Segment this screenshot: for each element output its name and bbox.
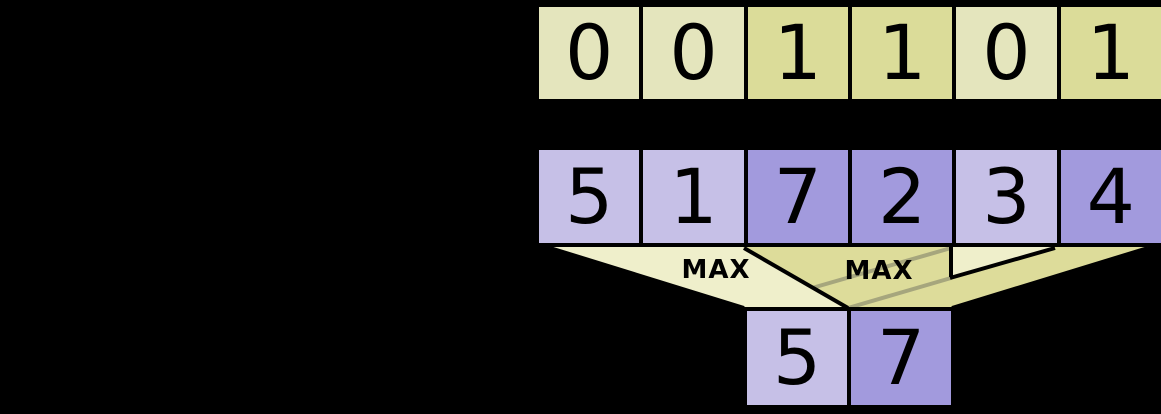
funnel-edge bbox=[549, 246, 745, 310]
hidden-edge-line bbox=[811, 246, 952, 290]
mask-row: 0 0 1 1 0 1 bbox=[535, 3, 1161, 103]
left-funnel-body bbox=[550, 247, 847, 309]
mask-cell: 1 bbox=[1060, 7, 1161, 99]
funnel-edge bbox=[949, 246, 1056, 280]
values-row: 5 1 7 2 3 4 bbox=[535, 146, 1161, 247]
value-cell: 1 bbox=[643, 150, 744, 243]
value-cell: 5 bbox=[539, 150, 640, 243]
mask-cell: 0 bbox=[539, 7, 640, 99]
value-cell: 3 bbox=[956, 150, 1057, 243]
funnel-edge bbox=[743, 246, 849, 310]
mask-cell: 0 bbox=[643, 7, 744, 99]
max-label-right: MAX bbox=[844, 256, 914, 286]
mask-cell: 1 bbox=[747, 7, 848, 99]
max-label-left: MAX bbox=[681, 255, 751, 285]
value-cell: 4 bbox=[1060, 150, 1161, 243]
right-funnel-arm bbox=[847, 247, 1148, 309]
value-cell: 7 bbox=[747, 150, 848, 243]
value-cell: 2 bbox=[851, 150, 953, 243]
mask-cell: 1 bbox=[851, 7, 953, 99]
output-cell: 5 bbox=[747, 311, 847, 405]
output-cell: 7 bbox=[851, 311, 951, 405]
hidden-edge-line bbox=[847, 276, 952, 310]
funnel-edge bbox=[951, 246, 1149, 310]
mask-cell: 0 bbox=[956, 7, 1057, 99]
output-row: 5 7 bbox=[743, 307, 955, 409]
